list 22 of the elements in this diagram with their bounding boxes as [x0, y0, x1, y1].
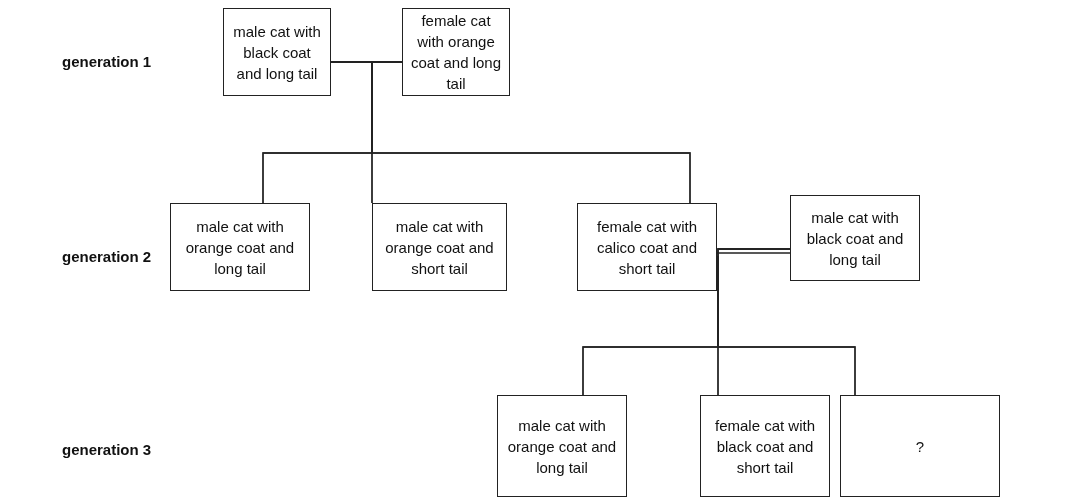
text-box: [840, 395, 1000, 497]
node-label: male cat with orange coat and short tail: [384, 216, 495, 279]
text-box: [402, 8, 510, 96]
text-box: [790, 195, 920, 281]
text-box: [700, 395, 830, 497]
generation-label: generation 2: [62, 248, 152, 265]
text-box: [170, 203, 310, 291]
generation-label: generation 3: [62, 441, 152, 458]
node-label: female cat with black coat and short tail: [713, 415, 816, 478]
node-label: male cat with orange coat and long tail: [506, 415, 618, 478]
node-label: female cat with orange coat and long tail: [409, 11, 503, 94]
node-label: male cat with black coat and long tail: [805, 207, 905, 270]
text-box: [372, 203, 507, 291]
node-label: female cat with calico coat and short tail: [595, 216, 699, 279]
node-label: male cat with black coat and long tail: [232, 21, 322, 84]
generation-label: generation 1: [62, 53, 152, 70]
text-box: [577, 203, 717, 291]
node-label: ?: [915, 436, 925, 457]
connector-line: [716, 252, 791, 254]
text-box: [223, 8, 331, 96]
node-label: male cat with orange coat and long tail: [184, 216, 296, 279]
text-box: [497, 395, 627, 497]
